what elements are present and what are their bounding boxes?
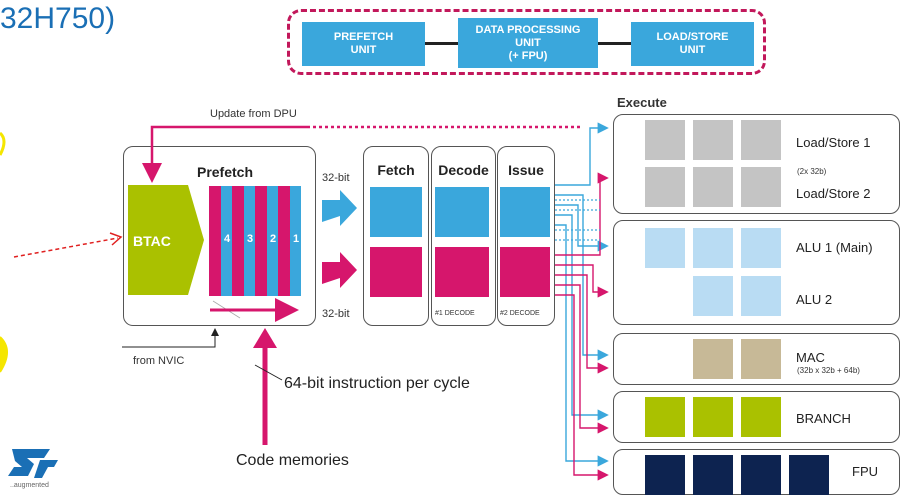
decode-label: Decode: [438, 162, 489, 178]
alu-cell: [693, 276, 733, 316]
instruction-per-cycle-label: 64-bit instruction per cycle: [284, 375, 470, 392]
page-title: 32H750): [0, 2, 116, 35]
alu2-label: ALU 2: [796, 292, 833, 307]
buffer-stripe: [255, 186, 267, 296]
buffer-slot-label: 3: [247, 233, 254, 245]
st-logo: [8, 449, 50, 476]
bus-width-label-bottom: 32-bit: [322, 308, 350, 320]
load-store-width-label: (2x 32b): [797, 167, 827, 176]
decode-magenta-slot: [435, 247, 489, 297]
fpu-cell: [645, 455, 685, 495]
issue-sub-label: #2 DECODE: [500, 310, 540, 317]
alu1-label: ALU 1 (Main): [796, 240, 873, 255]
alu-cell: [645, 228, 685, 268]
load-store-cell: [645, 120, 685, 160]
branch-label: BRANCH: [796, 411, 851, 426]
branch-cell: [693, 397, 733, 437]
load-store-cell: [645, 167, 685, 207]
data-processing-unit-box: DATA PROCESSING UNIT (+ FPU): [458, 18, 598, 68]
prefetch-unit-box: PREFETCH UNIT: [302, 22, 425, 66]
load-store-2-label: Load/Store 2: [796, 186, 871, 201]
issue-blue-slot: [500, 187, 550, 237]
issue-magenta-slot: [500, 247, 550, 297]
mac-width-label: (32b x 32b + 64b): [797, 366, 860, 375]
load-store-unit-box: LOAD/STORE UNIT: [631, 22, 754, 66]
fpu-label: FPU: [852, 464, 878, 479]
fetch-label: Fetch: [377, 162, 415, 178]
bus-width-label-top: 32-bit: [322, 172, 350, 184]
branch-cell: [645, 397, 685, 437]
buffer-stripe: [209, 186, 221, 296]
buffer-slot-label: 1: [293, 233, 300, 245]
buffer-slot-label: 2: [270, 233, 277, 245]
buffer-stripe: [278, 186, 290, 296]
load-store-cell: [693, 120, 733, 160]
mac-cell: [741, 339, 781, 379]
logo-caption: ..augmented: [10, 482, 49, 489]
mac-label: MAC: [796, 350, 825, 365]
fetch-blue-slot: [370, 187, 422, 237]
update-from-dpu-label: Update from DPU: [210, 108, 297, 120]
branch-cell: [741, 397, 781, 437]
execute-label: Execute: [617, 95, 667, 110]
prefetch-label: Prefetch: [196, 164, 254, 180]
code-memories-label: Code memories: [236, 452, 349, 469]
fpu-cell: [741, 455, 781, 495]
load-store-1-label: Load/Store 1: [796, 135, 871, 150]
alu-cell: [693, 228, 733, 268]
from-nvic-arrow: [122, 328, 219, 348]
issue-label: Issue: [508, 162, 544, 178]
unit-connector: [598, 42, 631, 45]
load-store-cell: [693, 167, 733, 207]
pipeline-units-frame: [287, 9, 766, 75]
decode-blue-slot: [435, 187, 489, 237]
mac-cell: [693, 339, 733, 379]
red-pointer-arrow: [13, 237, 119, 258]
bus-arrow-magenta: [322, 252, 357, 288]
fpu-cell: [693, 455, 733, 495]
bus-arrow-blue: [322, 190, 357, 226]
unit-connector: [425, 42, 458, 45]
fpu-cell: [789, 455, 829, 495]
fetch-magenta-slot: [370, 247, 422, 297]
alu-cell: [741, 228, 781, 268]
load-store-cell: [741, 167, 781, 207]
btac-block: [128, 185, 204, 295]
load-store-cell: [741, 120, 781, 160]
alu-cell: [741, 276, 781, 316]
update-from-dpu-arrow: [142, 125, 580, 183]
buffer-stripe: [232, 186, 244, 296]
btac-label: BTAC: [133, 233, 171, 249]
from-nvic-label: from NVIC: [133, 355, 185, 367]
decode-sub-label: #1 DECODE: [435, 310, 475, 317]
buffer-slot-label: 4: [224, 233, 231, 245]
